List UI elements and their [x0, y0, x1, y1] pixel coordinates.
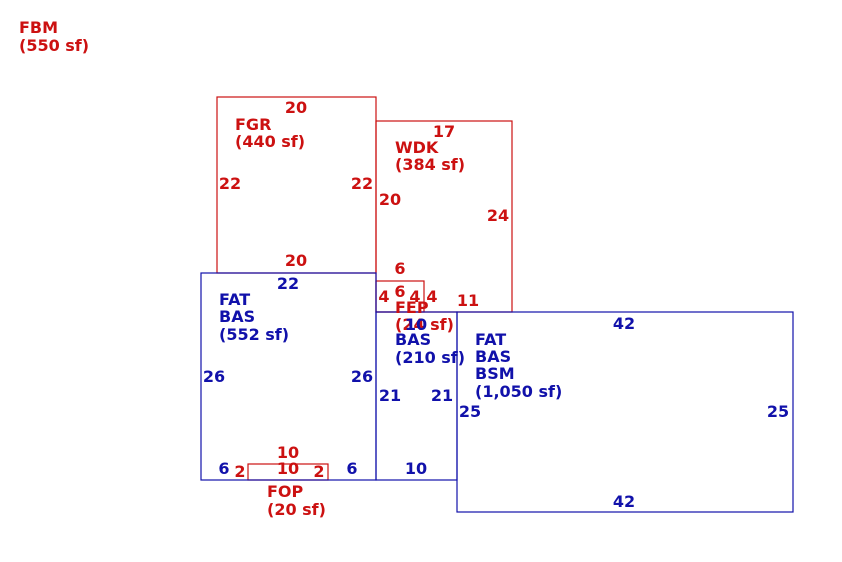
wdk-area: (384 sf) [395, 155, 465, 174]
fop-area: (20 sf) [267, 500, 326, 519]
bas2-area: (210 sf) [395, 348, 465, 367]
fep-dim-top: 6 [394, 259, 405, 278]
wdk-dim-top: 17 [433, 122, 455, 141]
bas1-area: (552 sf) [219, 325, 289, 344]
bsm-area: (1,050 sf) [475, 382, 562, 401]
fgr-area: (440 sf) [235, 132, 305, 151]
bas1-dim-bottom-left: 6 [218, 459, 229, 478]
fop-dim-top: 10 [277, 443, 299, 462]
fep-dim-inner-left: 4 [409, 287, 420, 306]
bas2-dim-left: 21 [379, 386, 401, 405]
bas2-dim-bottom: 10 [405, 459, 427, 478]
bas2-dim-top: 10 [405, 315, 427, 334]
bsm-dim-left: 25 [459, 402, 481, 421]
fep-area: (24 sf) [395, 315, 454, 334]
fop-dim-left: 2 [234, 462, 245, 481]
bas2-dim-right: 21 [431, 386, 453, 405]
wdk-dim-right: 24 [487, 206, 509, 225]
fgr-dim-left: 22 [219, 174, 241, 193]
bsm-outline [456, 311, 794, 513]
fbm-area: (550 sf) [19, 36, 89, 55]
fbm-code: FBM [19, 18, 58, 37]
bas1-dim-bottom-right: 6 [346, 459, 357, 478]
bas1-dim-left: 26 [203, 367, 225, 386]
bsm-dim-right: 25 [767, 402, 789, 421]
bas2-line1: BAS [395, 330, 431, 349]
wdk-code: WDK [395, 138, 439, 157]
fgr-dim-top: 20 [285, 98, 307, 117]
fgr-dim-bottom: 20 [285, 251, 307, 270]
fep-code: FEP [395, 298, 429, 317]
wdk-dim-bottom: 11 [457, 291, 479, 310]
bsm-line3: BSM [475, 364, 515, 383]
fop-dim-inner: 10 [277, 459, 299, 478]
fop-code: FOP [267, 482, 304, 501]
bas1-line1: FAT [219, 290, 250, 309]
wdk-dim-left: 20 [379, 190, 401, 209]
fop-dim-right: 2 [313, 462, 324, 481]
fep-dim-inner-top: 6 [394, 282, 405, 301]
bas1-dim-right: 26 [351, 367, 373, 386]
bas1-line2: BAS [219, 307, 255, 326]
bsm-line2: BAS [475, 347, 511, 366]
bsm-dim-top: 42 [613, 314, 635, 333]
fep-dim-left: 4 [378, 287, 389, 306]
fgr-code: FGR [235, 115, 271, 134]
fgr-dim-right: 22 [351, 174, 373, 193]
fep-dim-right: 4 [426, 287, 437, 306]
bsm-line1: FAT [475, 330, 506, 349]
bsm-dim-bottom: 42 [613, 492, 635, 511]
bas1-dim-top: 22 [277, 274, 299, 293]
